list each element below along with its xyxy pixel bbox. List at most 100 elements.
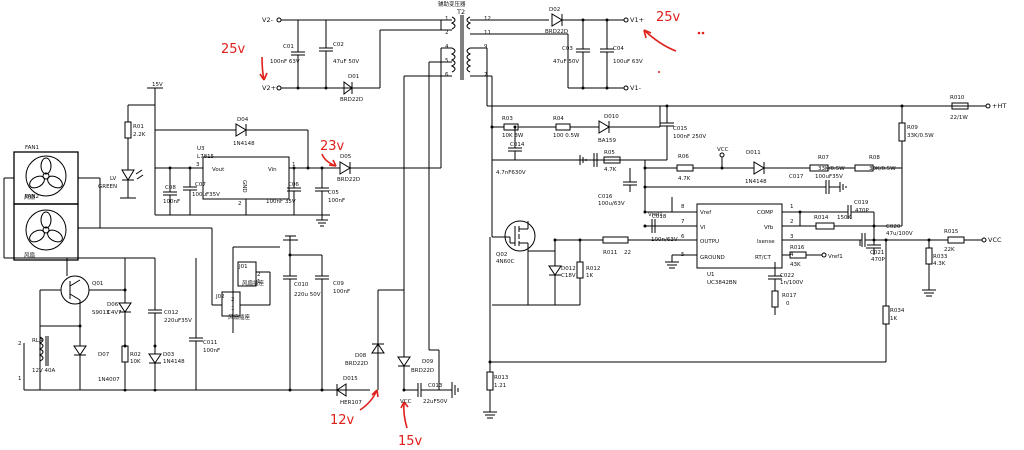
c022-val: 1n/100V [780,280,803,286]
c05-val: 100nF [328,198,345,204]
rla-val: 12V 40A [32,368,56,374]
rail-v1-minus: V1- [630,84,642,92]
svg-text:Vref: Vref [700,210,712,216]
d09-ref: D09 [422,359,434,365]
r07-ref: R07 [818,155,829,161]
d011-val: 1N4148 [745,179,767,185]
svg-text:2: 2 [445,30,449,36]
fan1-label: FAN1 [25,145,39,151]
svg-text:Isense: Isense [757,239,775,245]
c019-val: 470P [855,208,869,214]
d01-val: BRD22D [340,97,363,103]
d015-ref: D015 [343,376,358,382]
d010-ref: D010 [604,114,619,120]
c010-val: 220u 50V [294,292,321,298]
controller-section: U1 UC3842BN Vref VI OUTPU GROUND COMP Vf… [628,168,1002,362]
r08-val: 33K/0.5W [869,166,896,172]
j02-ref: J02 [215,294,225,300]
c017-val: 100uF35V [815,174,843,180]
u1-part: UC3842BN [707,280,737,286]
r017-ref: R017 [782,293,797,299]
svg-text:GND: GND [241,180,247,193]
rail-v1-plus: V1+ [630,16,644,24]
svg-text:12: 12 [484,16,491,22]
d04-ref: D04 [237,117,249,123]
transformer-ref: T2 [456,8,465,16]
transformer-t2: 辅助变压器 T2 1 2 4 5 6 12 11 9 7 [438,0,491,80]
red-annotations: 25v 25v 23v 12v 15v [221,10,705,449]
c09-ref: C09 [333,281,344,287]
svg-text:3: 3 [196,162,200,168]
d05-val: BRD22D [337,177,360,183]
r011-val: 22 [624,250,631,256]
u3-ref: U3 [197,146,205,152]
c020-val: 47u/100V [886,231,913,237]
r02-val: 10K [130,359,141,365]
lv-ref: LV [110,176,116,182]
r05-val: 4.7K [604,167,617,173]
svg-text:7: 7 [484,72,488,78]
regulator-section: 15V R01 2.2K LV GREEN D04 1N4148 U3 L781… [98,82,441,227]
q01-transistor [60,275,90,305]
d06-ref: D06 [107,302,119,308]
fan-socket-section: J01 2 1 风扇插座 J02 2 1 风扇插座 C010 220u 50V … [210,235,370,392]
rail-ht: +HT [992,102,1006,110]
c013-val: 22uF50V [423,399,448,405]
fan1-icon [25,155,67,197]
annotation-25v-left: 25v [221,42,246,57]
d010-val: BA159 [598,138,617,144]
svg-text:5: 5 [445,58,449,64]
r016-ref: R016 [790,245,805,251]
vref1-label-b: Vref1 [828,254,843,260]
vcc-supply: D08 BRD22D D09 BRD22D D015 HER107 C013 2… [336,289,459,406]
r01-val: 2.2K [133,132,146,138]
c03-val: 47uF 50V [553,59,579,65]
d05-ref: D05 [340,154,352,160]
d08-ref: D08 [355,353,367,359]
svg-text:4: 4 [790,252,794,258]
r033-ref: R033 [933,254,948,260]
svg-text:6: 6 [445,72,449,78]
svg-text:2: 2 [231,297,235,303]
r012-val: 1K [586,273,593,279]
q02-val: 4N60C [496,259,515,265]
fan2-frame [13,203,79,261]
svg-text:OUTPU: OUTPU [700,239,719,245]
r016-val: 43K [790,262,801,268]
lv-val: GREEN [98,184,117,190]
c08-ref: C08 [165,185,176,191]
svg-text:COMP: COMP [757,210,774,216]
c019-ref: C019 [854,200,869,206]
d03-ref: D03 [163,352,175,358]
c016-val: 100u/63V [598,201,625,207]
r013-ref: R013 [494,375,509,381]
r04-ref: R04 [553,116,564,122]
d012-val: C18V [561,273,576,279]
r012-ref: R012 [586,266,600,272]
r010-val: 22/1W [950,115,968,121]
c014-ref: C014 [510,142,525,148]
c06-val: 100nF 35V [266,199,296,205]
r03-val: 10K 3W [502,133,524,139]
rla-ref: RLA [32,338,43,344]
c011-ref: C011 [203,340,217,346]
svg-text:1: 1 [257,279,261,285]
mosfet-section: Q02 4N60C R011 22 D012 C18V R012 1K R013… [483,220,886,419]
svg-text:Vfb: Vfb [764,225,774,231]
startup-network: R05 4.7K R06 4.7K VCC D011 1N4148 R07 33… [579,147,902,212]
svg-text:4: 4 [445,44,449,50]
r017-val: 0 [786,301,790,307]
net-15v: 15V [152,82,163,88]
rail-v2-plus: V2+ [262,84,276,92]
c018-ref: C018 [652,214,667,220]
d04-val: 1N4148 [233,141,255,147]
r03-ref: R03 [502,116,513,122]
rail-v2-minus: V2- [262,16,274,24]
r013-val: 1.21 [494,383,506,389]
c05-ref: C05 [328,190,339,196]
r09-ref: R09 [907,125,918,131]
r07-val: 33K/0.5W [818,166,845,172]
r015-val: 22K [944,247,955,253]
c02-val: 47uF 50V [333,59,359,65]
